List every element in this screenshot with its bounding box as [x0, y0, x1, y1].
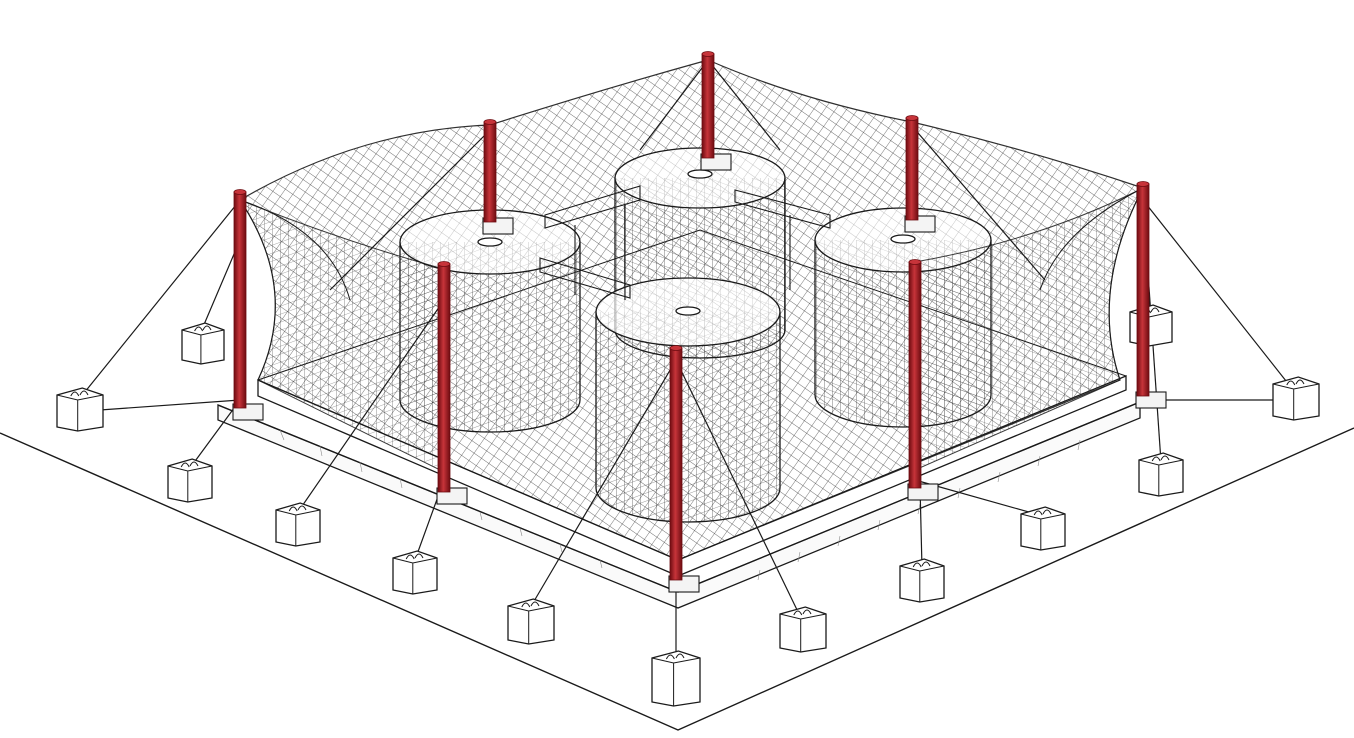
guy-wire: [675, 359, 801, 617]
anchor-block: [1272, 376, 1320, 421]
guy-wire: [297, 299, 445, 513]
support-post: [482, 119, 514, 235]
anchor-blocks: [56, 304, 1320, 707]
anchor-block: [651, 650, 701, 707]
guy-wire: [79, 199, 241, 399]
support-post: [1135, 181, 1167, 409]
anchor-block: [507, 598, 555, 645]
anchor-block: [1020, 506, 1066, 551]
support-post: [700, 51, 732, 171]
guy-wire: [99, 399, 241, 411]
guy-wire: [329, 129, 491, 291]
support-posts: [232, 51, 1167, 593]
ground-plane: [0, 427, 1354, 731]
support-post: [907, 259, 939, 501]
guy-wire: [639, 59, 709, 151]
anchor-block: [56, 387, 104, 432]
tank-front: [595, 277, 781, 523]
guy-wire: [199, 239, 241, 335]
catwalk-frames: [539, 185, 831, 300]
guy-wire: [911, 125, 1046, 281]
guy-wire: [529, 359, 677, 609]
anchor-block: [392, 550, 438, 595]
guy-wire: [707, 59, 781, 151]
anchor-block: [1138, 452, 1184, 497]
anchor-block: [181, 322, 225, 365]
guy-wire: [1142, 199, 1291, 387]
support-post: [436, 261, 468, 505]
anchor-block: [275, 502, 321, 547]
support-post: [904, 115, 936, 233]
anchor-block: [779, 606, 827, 653]
support-post: [232, 189, 264, 421]
anchor-block: [167, 458, 213, 503]
guy-wire: [189, 399, 241, 469]
anchor-block: [1129, 304, 1173, 347]
support-post: [668, 345, 700, 593]
anchor-block: [899, 558, 945, 603]
